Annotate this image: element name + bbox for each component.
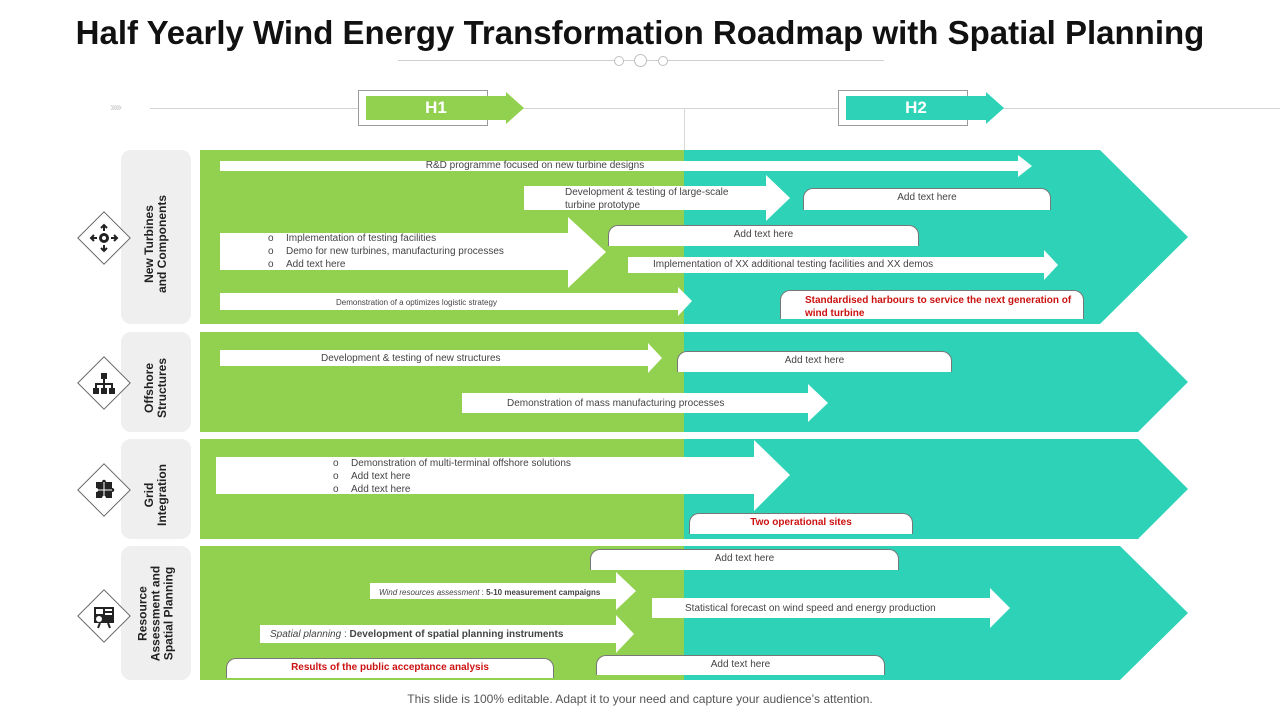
logistic-strategy-text: Demonstration of a optimizes logistic st… xyxy=(336,298,497,307)
arrow-dev-large-scale xyxy=(524,175,790,221)
rd-programme-text: R&D programme focused on new turbine des… xyxy=(425,160,645,171)
category-panel-offshore xyxy=(121,332,191,432)
standardised-harbours-line2: wind turbine xyxy=(805,308,865,319)
row4-text-box-top[interactable]: Add text here xyxy=(590,549,899,570)
phase-h2-label: H2 xyxy=(905,98,927,117)
timeline-line xyxy=(150,108,1280,109)
phase-h1-arrow xyxy=(366,92,524,124)
divider-dot-center xyxy=(634,54,647,67)
dev-large-scale-line2: turbine prototype xyxy=(565,200,641,211)
dev-large-scale-line1: Development & testing of large-scale xyxy=(565,187,729,198)
row4-text-box-bottom[interactable]: Add text here xyxy=(596,655,885,675)
arrow-dev-new-structures xyxy=(220,343,662,373)
arrow-logistic-strategy xyxy=(220,287,692,316)
arrow-spatial-planning xyxy=(260,615,634,653)
divider-dot-left xyxy=(614,56,624,66)
phase-h1-label: H1 xyxy=(425,98,447,117)
standardised-harbours-box[interactable]: Standardised harbours to service the nex… xyxy=(780,290,1084,319)
row1-text-box-a[interactable]: Add text here xyxy=(803,188,1051,210)
category-panel-grid xyxy=(121,439,191,539)
arrow-multi-terminal xyxy=(216,440,790,511)
category-panel-turbines xyxy=(121,150,191,324)
arrow-mass-manufacturing xyxy=(462,384,828,422)
arrow-wind-assessment xyxy=(370,572,636,610)
arrow-implementation-xx xyxy=(628,250,1058,280)
two-operational-sites-box[interactable]: Two operational sites xyxy=(689,513,913,534)
row2-green-band xyxy=(200,332,684,432)
gear-arrows-icon xyxy=(89,223,119,253)
implementation-xx-text: Implementation of XX additional testing … xyxy=(653,259,934,270)
arrow-rd-programme xyxy=(220,155,1032,177)
statistical-forecast-text: Statistical forecast on wind speed and e… xyxy=(685,603,936,614)
hierarchy-icon xyxy=(93,373,115,394)
timeline-chevrons-icon: ››››› xyxy=(110,100,122,114)
planning-board-icon xyxy=(94,607,114,629)
spatial-planning-text: Spatial planning : Development of spatia… xyxy=(270,629,564,640)
arrow-statistical-forecast xyxy=(652,588,1010,628)
public-acceptance-box[interactable]: Results of the public acceptance analysi… xyxy=(226,658,554,678)
page-title: Half Yearly Wind Energy Transformation R… xyxy=(75,14,1205,51)
dev-new-structures-text: Development & testing of new structures xyxy=(321,353,501,364)
half-divider-line xyxy=(684,108,685,150)
mass-manufacturing-text: Demonstration of mass manufacturing proc… xyxy=(507,398,725,409)
puzzle-icon xyxy=(96,479,115,498)
footer-note: This slide is 100% editable. Adapt it to… xyxy=(407,692,873,706)
row1-text-box-b[interactable]: Add text here xyxy=(608,225,919,246)
wind-assessment-text: Wind resources assessment : 5-10 measure… xyxy=(379,588,601,597)
phase-h2-arrow xyxy=(846,92,1004,124)
standardised-harbours-line1: Standardised harbours to service the nex… xyxy=(805,295,1072,306)
category-panel-resource xyxy=(121,546,191,680)
divider-dot-right xyxy=(658,56,668,66)
row2-text-box[interactable]: Add text here xyxy=(677,351,952,372)
arrow-testing-facilities xyxy=(220,217,606,288)
